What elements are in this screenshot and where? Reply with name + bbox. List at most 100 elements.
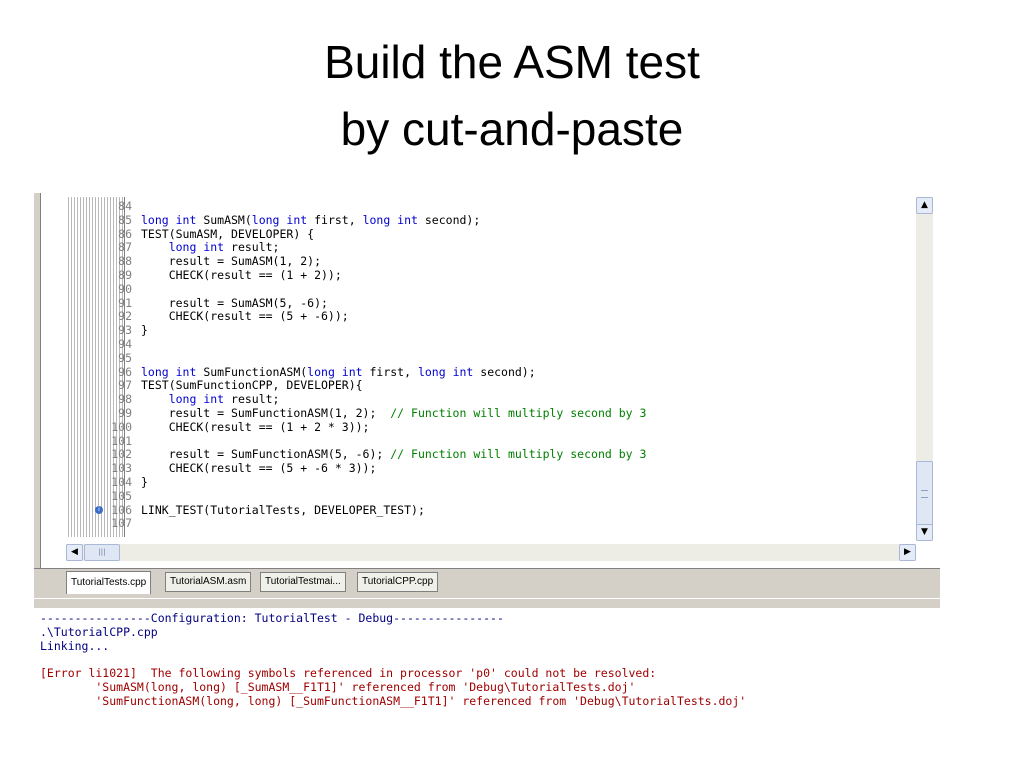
- code-line[interactable]: 84: [34, 199, 914, 213]
- code-line[interactable]: 107: [34, 516, 914, 530]
- code-text: result = SumASM(1, 2);: [141, 254, 321, 268]
- build-output-pane[interactable]: ----------------Configuration: TutorialT…: [34, 608, 940, 718]
- tab-tutorialcpp-cpp[interactable]: TutorialCPP.cpp: [357, 572, 439, 592]
- code-line[interactable]: 94: [34, 337, 914, 351]
- grip-icon: [921, 490, 928, 498]
- code-line[interactable]: 104}: [34, 475, 914, 489]
- scroll-up-button[interactable]: ▲: [916, 197, 933, 214]
- output-line: Linking...: [40, 638, 110, 653]
- line-number: 89: [118, 268, 132, 282]
- code-text: result = SumASM(5, -6);: [141, 296, 328, 310]
- line-number: 86: [118, 226, 132, 241]
- tab-tutorialtestmain[interactable]: TutorialTestmai...: [260, 572, 346, 592]
- code-line[interactable]: 86 TEST(SumASM, DEVELOPER) {: [34, 227, 914, 241]
- line-number: 98: [118, 392, 132, 407]
- output-line: 'SumFunctionASM(long, long) [_SumFunctio…: [40, 693, 747, 708]
- scroll-down-button[interactable]: ▼: [916, 524, 933, 541]
- code-text: CHECK(result == (5 + -6 * 3));: [141, 461, 377, 476]
- keyword-token: long int: [307, 364, 363, 379]
- line-number: 103: [111, 461, 132, 476]
- code-line[interactable]: 101: [34, 434, 914, 448]
- code-line[interactable]: 99 result = SumFunctionASM(1, 2); // Fun…: [34, 406, 914, 420]
- code-line[interactable]: 103 CHECK(result == (5 + -6 * 3));: [34, 461, 914, 475]
- grip-icon: |||: [98, 548, 106, 556]
- chevron-right-icon: ▶: [904, 547, 911, 557]
- code-text: CHECK(result == (1 + 2 * 3));: [141, 419, 370, 434]
- keyword-token: long int: [417, 364, 474, 379]
- comment-token: // Function will multiply second by 3: [390, 406, 647, 420]
- code-token: result = SumFunctionASM(5, -6);: [141, 447, 391, 462]
- slide-title-line-2: by cut-and-paste: [340, 103, 684, 155]
- code-text: result = SumFunctionASM(1, 2); // Functi…: [141, 406, 647, 420]
- code-token: }: [141, 323, 148, 338]
- tab-tutorialtests-cpp[interactable]: TutorialTests.cpp: [66, 571, 152, 594]
- code-line[interactable]: 96 long int SumFunctionASM(long int first…: [34, 365, 914, 379]
- output-line: .\TutorialCPP.cpp: [40, 624, 158, 639]
- line-number: 100: [111, 419, 132, 434]
- code-text: CHECK(result == (1 + 2));: [141, 268, 342, 282]
- chevron-left-icon: ◀: [71, 547, 78, 557]
- horizontal-scrollbar[interactable]: ◀ ||| ▶: [66, 544, 916, 561]
- code-token: result = SumASM(5, -6);: [141, 295, 328, 310]
- code-token: CHECK(result == (1 + 2 * 3));: [141, 419, 370, 434]
- code-token: CHECK(result == (5 + -6 * 3));: [141, 461, 377, 476]
- code-line[interactable]: 92 CHECK(result == (5 + -6));: [34, 309, 914, 323]
- code-line[interactable]: 91 result = SumASM(5, -6);: [34, 296, 914, 310]
- code-line[interactable]: 98 long int result;: [34, 392, 914, 406]
- horizontal-scroll-thumb[interactable]: |||: [84, 544, 120, 561]
- code-text: }: [141, 475, 148, 489]
- output-line: ----------------Configuration: TutorialT…: [40, 611, 504, 625]
- code-text: result = SumFunctionASM(5, -6); // Funct…: [141, 447, 647, 462]
- code-text: long int result;: [141, 392, 280, 407]
- vertical-scroll-thumb[interactable]: [916, 461, 933, 527]
- code-token: CHECK(result == (5 + -6));: [141, 309, 349, 324]
- code-line[interactable]: 89 CHECK(result == (1 + 2));: [34, 268, 914, 282]
- code-token: [141, 240, 169, 254]
- code-token: result;: [224, 392, 280, 407]
- code-line[interactable]: 88 result = SumASM(1, 2);: [34, 254, 914, 268]
- line-number: 97: [118, 378, 132, 393]
- editor-left-border: [34, 193, 41, 568]
- line-number: 92: [118, 309, 132, 324]
- tab-tutorialasm-asm[interactable]: TutorialASM.asm: [165, 572, 252, 592]
- gutter-divider: [124, 197, 125, 537]
- code-text: long int SumFunctionASM(long int first, …: [141, 365, 536, 379]
- slide-title-line-1: Build the ASM test: [324, 36, 700, 88]
- line-number: 90: [118, 281, 132, 296]
- line-number: 96: [118, 364, 132, 379]
- line-number: 88: [118, 254, 132, 269]
- comment-token: // Function will multiply second by 3: [390, 447, 647, 462]
- vertical-scrollbar[interactable]: ▲ ▼: [916, 197, 933, 541]
- line-number: 87: [118, 240, 132, 255]
- line-number: 106: [111, 502, 132, 517]
- code-text: CHECK(result == (5 + -6));: [141, 309, 349, 323]
- code-line[interactable]: 100 CHECK(result == (1 + 2 * 3));: [34, 420, 914, 434]
- line-number: 94: [118, 337, 132, 351]
- line-number: 99: [118, 406, 132, 420]
- code-token: second);: [473, 364, 536, 379]
- keyword-token: long int: [168, 240, 225, 255]
- output-line: [Error li1021] The following symbols ref…: [40, 666, 657, 681]
- code-line[interactable]: 105: [34, 489, 914, 503]
- code-line[interactable]: 102 result = SumFunctionASM(5, -6); // F…: [34, 447, 914, 461]
- chevron-up-icon: ▲: [921, 200, 928, 210]
- code-line[interactable]: 93}: [34, 323, 914, 337]
- code-text: long int result;: [141, 240, 280, 255]
- code-token: TEST(SumASM, DEVELOPER) {: [141, 226, 315, 241]
- bookmark-icon[interactable]: i: [95, 505, 103, 514]
- scroll-right-button[interactable]: ▶: [899, 544, 916, 561]
- line-number: 105: [111, 488, 132, 503]
- line-number: 101: [111, 433, 132, 448]
- code-token: CHECK(result == (1 + 2));: [141, 268, 342, 282]
- code-line[interactable]: 90: [34, 282, 914, 296]
- code-line[interactable]: 95: [34, 351, 914, 365]
- code-text: }: [141, 323, 148, 337]
- keyword-token: long int: [251, 212, 308, 227]
- scroll-left-button[interactable]: ◀: [66, 544, 83, 561]
- line-number: 93: [118, 323, 132, 338]
- code-line[interactable]: 87 long int result;: [34, 240, 914, 254]
